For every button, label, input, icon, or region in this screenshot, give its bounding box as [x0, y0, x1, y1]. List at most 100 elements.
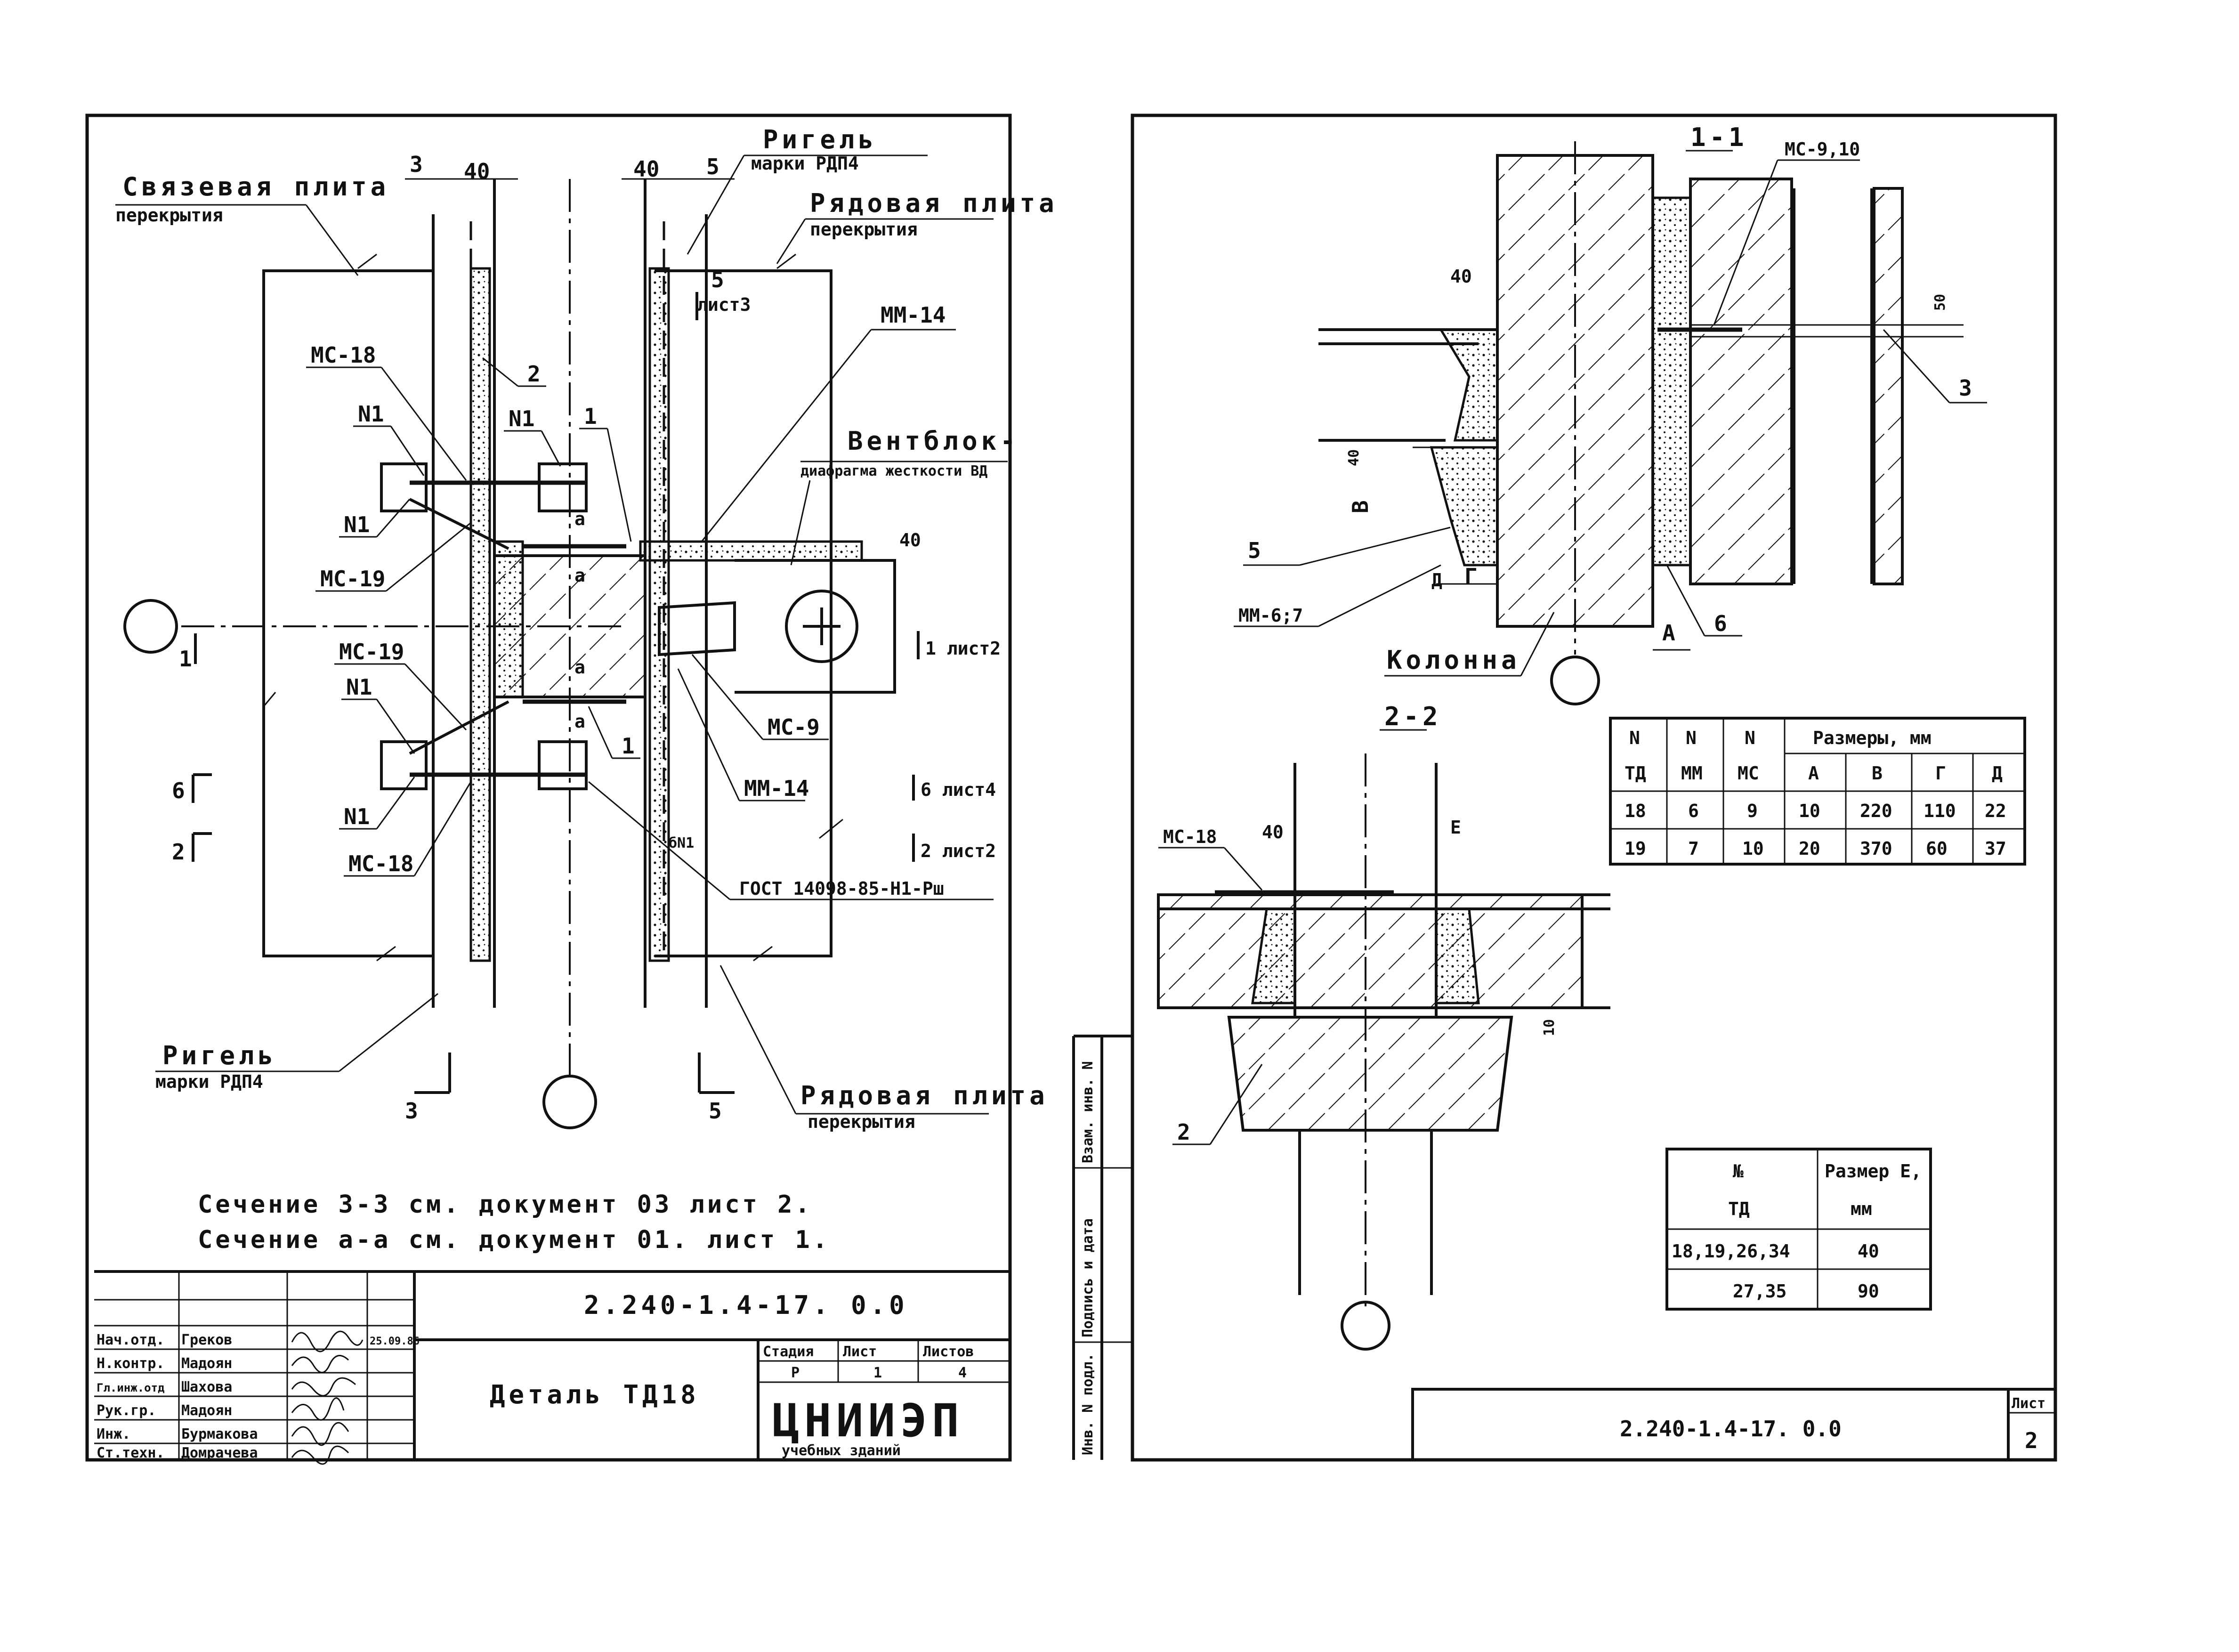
title-block-right — [1411, 1388, 2057, 1461]
dim-40-top-left: 40 — [464, 159, 490, 184]
st-r0-5: 110 — [1924, 801, 1956, 821]
callout-2: 2 — [527, 361, 541, 387]
callout-1-top: 1 — [584, 404, 597, 429]
st-r1-1: 7 — [1688, 838, 1699, 859]
tb-name-5: Домрачева — [181, 1445, 258, 1461]
s11-dim-50: 50 — [1932, 294, 1948, 311]
ventblock — [658, 559, 896, 694]
side-strip — [1072, 1035, 1132, 1460]
callout-1-mid: 1 — [622, 733, 635, 759]
left-sheet-frame — [85, 113, 1012, 1462]
org-logo: ЦНИИЭП — [772, 1394, 964, 1447]
link-slab-sub: перекрытия — [115, 205, 223, 226]
s11-callout-3: 3 — [1959, 375, 1972, 401]
riegel-bottom-label: Ригель — [162, 1041, 277, 1070]
link-slab-label: Связевая плита — [122, 172, 389, 202]
mc9-10-label: МС-9,10 — [1785, 139, 1860, 160]
sheets-value: 4 — [958, 1365, 967, 1381]
strip-replace: Взам. инв. N — [1080, 1061, 1096, 1163]
axis-bubble-bottom — [542, 1075, 597, 1129]
dim-a-4: a — [574, 711, 585, 732]
section-5-sheet: лист3 — [697, 294, 751, 315]
section-1-marker: 1 — [179, 646, 192, 672]
et-r1-0: 27,35 — [1733, 1281, 1786, 1302]
et-h2-0: ТД — [1728, 1199, 1750, 1219]
st-h2-0: ТД — [1625, 763, 1646, 784]
section-1-1-title: 1-1 — [1690, 122, 1748, 152]
s22-callout-2: 2 — [1177, 1119, 1190, 1145]
s11-dim-d: Д — [1431, 570, 1442, 591]
row-slab-top-sub: перекрытия — [810, 219, 918, 240]
st-r0-6: 22 — [1985, 801, 2006, 821]
st-h2-6: Д — [1992, 763, 2003, 784]
axis-bubble-s11 — [1550, 656, 1600, 705]
s11-dim-b: В — [1348, 500, 1373, 513]
row-slab-bottom-label: Рядовая плита — [800, 1081, 1049, 1110]
section-3-bottom: 3 — [405, 1098, 418, 1124]
tb-date-0: 25.09.86 — [370, 1336, 420, 1347]
mc18-bottom-callout: МС-18 — [348, 851, 413, 876]
section-2-marker: 2 — [172, 839, 185, 865]
riegel-top-mark: марки РДП4 — [751, 153, 859, 174]
mc9-callout: МС-9 — [768, 714, 820, 740]
dim-a-2: a — [574, 565, 585, 586]
stage-label: Стадия — [763, 1344, 814, 1360]
s11-dim-a: А — [1662, 620, 1675, 646]
et-h1-0: № — [1732, 1161, 1744, 1182]
section-2-2-title: 2-2 — [1384, 702, 1442, 731]
plate-n1-right-bottom — [538, 740, 588, 790]
st-r1-6: 37 — [1985, 838, 2006, 859]
s22-dim-e: Е — [1450, 817, 1461, 838]
st-h2-1: ММ — [1681, 763, 1703, 784]
st-r1-2: 10 — [1742, 838, 1764, 859]
n1-callout-a: N1 — [358, 401, 384, 427]
sheets-label: Листов — [923, 1344, 974, 1360]
riegel-top-label: Ригель — [763, 125, 877, 154]
n1-callout-b: N1 — [509, 406, 534, 431]
sheet4-ref-6: 6 лист4 — [921, 779, 996, 800]
s22-dim-40: 40 — [1262, 822, 1284, 842]
row-slab-bottom-sub: перекрытия — [808, 1111, 915, 1132]
plate-n1-right-top — [538, 462, 588, 512]
tb-name-1: Мадоян — [181, 1355, 232, 1372]
st-r1-5: 60 — [1926, 838, 1948, 859]
dim-a-1: a — [574, 509, 585, 529]
bn1-label: бN1 — [669, 835, 694, 851]
s11-dim-g: Г — [1464, 564, 1478, 589]
st-r0-0: 18 — [1625, 801, 1646, 821]
note-section-a-a: Сечение а-а см. документ 01. лист 1. — [198, 1226, 830, 1254]
riegel-bottom-mark: марки РДП4 — [155, 1071, 263, 1092]
st-r0-2: 9 — [1747, 801, 1758, 821]
org-sub: учебных зданий — [782, 1442, 901, 1459]
ventblock-label: Вентблок- — [848, 426, 1019, 456]
gost-note: ГОСТ 14098-85-Н1-Рш — [739, 878, 944, 899]
column-label: Колонна — [1387, 645, 1520, 675]
s22-mc18: МС-18 — [1163, 826, 1217, 847]
right-sheet-num: 2 — [2025, 1428, 2038, 1453]
st-h1-1: N — [1686, 728, 1697, 748]
s11-dim-40: 40 — [1450, 266, 1472, 287]
sizes-table — [1609, 717, 2026, 866]
st-r1-4: 370 — [1860, 838, 1892, 859]
st-h1-3: Размеры, мм — [1813, 728, 1932, 748]
section-5-num: 5 — [711, 267, 724, 292]
section-5-bottom: 5 — [709, 1098, 722, 1124]
st-h2-4: В — [1872, 763, 1883, 784]
mc19-callout-b: МС-19 — [339, 639, 404, 664]
right-sheet-label: Лист — [2012, 1395, 2045, 1412]
tb-role-1: Н.контр. — [97, 1355, 165, 1372]
riegel-left — [432, 179, 496, 1008]
dim-5-top: 5 — [706, 154, 719, 179]
mc19-callout-a: МС-19 — [320, 566, 385, 591]
e-table — [1665, 1148, 1932, 1311]
n1-callout-d: N1 — [346, 674, 372, 700]
axis-bubble-left — [123, 599, 178, 654]
row-slab-top-label: Рядовая плита — [810, 188, 1058, 218]
tb-role-3: Рук.гр. — [97, 1402, 156, 1419]
tb-role-5: Ст.техн. — [97, 1445, 165, 1461]
st-h2-5: Г — [1935, 763, 1946, 784]
right-title-code: 2.240-1.4-17. 0.0 — [1620, 1416, 1842, 1441]
st-r0-1: 6 — [1688, 801, 1699, 821]
et-r0-0: 18,19,26,34 — [1672, 1241, 1790, 1262]
n1-callout-e: N1 — [344, 804, 370, 829]
